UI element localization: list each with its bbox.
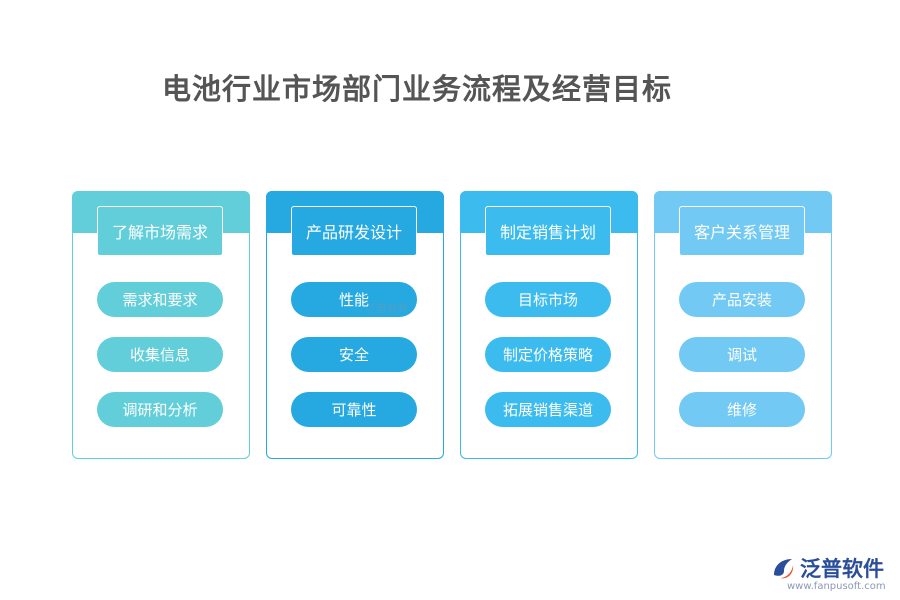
logo-text: 泛普软件 <box>800 557 884 581</box>
item-pill: 安全 <box>291 337 417 372</box>
item-pill: 制定价格策略 <box>485 337 611 372</box>
brand-logo: 泛普软件 <box>770 553 884 583</box>
item-pill: 目标市场 <box>485 282 611 317</box>
card-market-demand: 了解市场需求 需求和要求 收集信息 调研和分析 <box>72 191 250 459</box>
item-pill: 性能 <box>291 282 417 317</box>
item-pill: 调试 <box>679 337 805 372</box>
item-pill: 调研和分析 <box>97 392 223 427</box>
card-customer-relations: 客户关系管理 产品安装 调试 维修 <box>654 191 832 459</box>
item-pill: 需求和要求 <box>97 282 223 317</box>
card-header: 客户关系管理 <box>679 206 805 256</box>
logo-url: www.fanpusoft.com <box>787 581 886 592</box>
item-pill: 拓展销售渠道 <box>485 392 611 427</box>
card-product-rd: 产品研发设计 性能 安全 可靠性 <box>266 191 444 459</box>
item-pill: 可靠性 <box>291 392 417 427</box>
watermark: 泛普软件 <box>365 302 409 315</box>
card-header: 产品研发设计 <box>291 206 417 256</box>
card-header: 了解市场需求 <box>97 206 223 256</box>
card-header: 制定销售计划 <box>485 206 611 256</box>
item-pill: 维修 <box>679 392 805 427</box>
page-title: 电池行业市场部门业务流程及经营目标 <box>162 72 673 106</box>
item-pill: 收集信息 <box>97 337 223 372</box>
item-pill: 产品安装 <box>679 282 805 317</box>
fanpu-logo-icon <box>774 559 794 579</box>
card-sales-plan: 制定销售计划 目标市场 制定价格策略 拓展销售渠道 <box>460 191 638 459</box>
